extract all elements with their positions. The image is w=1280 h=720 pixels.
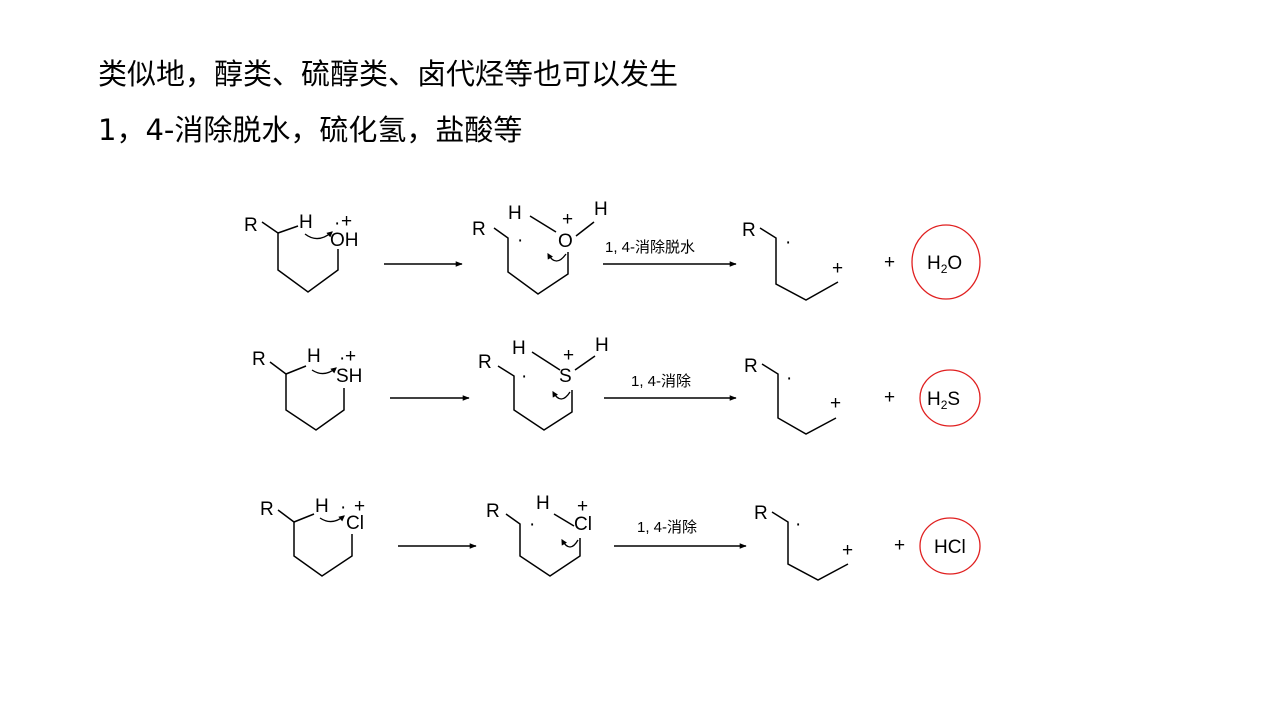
radical-dot: · — [795, 514, 801, 535]
intermediate-chain-3 — [505, 513, 581, 577]
plus-sign: + — [884, 387, 895, 408]
radical-dot: · — [786, 368, 792, 389]
hetero-atom-label: Cl — [574, 514, 592, 535]
sh-bond — [574, 355, 596, 371]
radical-dot: · — [785, 232, 791, 253]
hetero-atom-label: O — [558, 231, 573, 252]
plus-sign: + — [894, 535, 905, 556]
r-group-label: R — [260, 499, 274, 520]
cation-charge: + — [341, 211, 352, 232]
r-group-label: R — [744, 356, 758, 377]
reaction-row-thiol: R H SH · + R · H S + H 1, 4-消除 R · + + H… — [252, 335, 981, 435]
hydrogen-label: H — [594, 199, 608, 220]
radical-dot: · — [529, 514, 535, 535]
radical-dot: · — [517, 230, 523, 251]
reactant-ring-1 — [261, 221, 339, 293]
cation-charge: + — [563, 345, 574, 366]
radical-dot: · — [339, 348, 345, 369]
radical-dot: · — [521, 366, 527, 387]
hydrogen-label: H — [595, 335, 609, 356]
reaction-condition: 1, 4-消除 — [637, 519, 697, 536]
byproduct-highlight-circle — [919, 517, 981, 575]
product-chain-2 — [761, 363, 837, 435]
byproduct-formula: H2O — [927, 253, 962, 276]
hetero-group-label: OH — [330, 230, 359, 251]
hydrogen-label: H — [512, 338, 526, 359]
reaction-condition: 1, 4-消除脱水 — [605, 239, 695, 256]
reaction-row-alcohol: R H OH · + R · H O + H 1, 4-消除脱水 R · + +… — [244, 199, 981, 301]
hetero-atom-label: S — [559, 366, 572, 387]
cation-charge: + — [345, 346, 356, 367]
electron-curl-arrow — [304, 231, 333, 240]
r-group-label: R — [478, 352, 492, 373]
hydrogen-label: H — [315, 496, 329, 517]
radical-dot: · — [340, 497, 346, 518]
cation-charge: + — [562, 209, 573, 230]
electron-curl-arrow — [552, 390, 571, 400]
product-chain-1 — [759, 227, 839, 301]
reactant-ring-3 — [277, 509, 353, 577]
electron-curl-arrow — [319, 515, 345, 523]
slide-text-line-1: 类似地，醇类、硫醇类、卤代烃等也可以发生 — [98, 57, 679, 91]
cation-charge: + — [842, 540, 853, 561]
cation-charge: + — [354, 496, 365, 517]
r-group-label: R — [252, 349, 266, 370]
slide-text-line-2: 1，4-消除脱水，硫化氢，盐酸等 — [98, 113, 523, 147]
r-group-label: R — [486, 501, 500, 522]
cation-charge: + — [577, 496, 588, 517]
r-group-label: R — [244, 215, 258, 236]
radical-dot: · — [334, 213, 340, 234]
oh-bond — [575, 221, 595, 237]
hetero-group-label: Cl — [346, 513, 364, 534]
plus-sign: + — [884, 252, 895, 273]
hydrogen-label: H — [536, 493, 550, 514]
intermediate-chain-2 — [497, 351, 573, 431]
electron-curl-arrow — [547, 252, 567, 262]
reaction-row-halide: R H Cl · + R · H Cl + 1, 4-消除 R · + + HC… — [260, 493, 981, 581]
byproduct-highlight-circle — [919, 369, 981, 427]
hetero-group-label: SH — [336, 366, 362, 387]
electron-curl-arrow — [311, 367, 337, 375]
byproduct-formula: H2S — [927, 389, 960, 412]
product-chain-3 — [771, 511, 849, 581]
electron-curl-arrow — [561, 538, 579, 548]
byproduct-formula: HCl — [934, 537, 966, 558]
r-group-label: R — [754, 503, 768, 524]
byproduct-highlight-circle — [911, 224, 981, 300]
r-group-label: R — [742, 220, 756, 241]
hydrogen-label: H — [299, 212, 313, 233]
hydrogen-label: H — [307, 346, 321, 367]
intermediate-chain-1 — [493, 215, 569, 295]
cation-charge: + — [830, 393, 841, 414]
hydrogen-label: H — [508, 203, 522, 224]
reactant-ring-2 — [269, 361, 345, 431]
r-group-label: R — [472, 219, 486, 240]
reaction-condition: 1, 4-消除 — [631, 373, 691, 390]
cation-charge: + — [832, 258, 843, 279]
